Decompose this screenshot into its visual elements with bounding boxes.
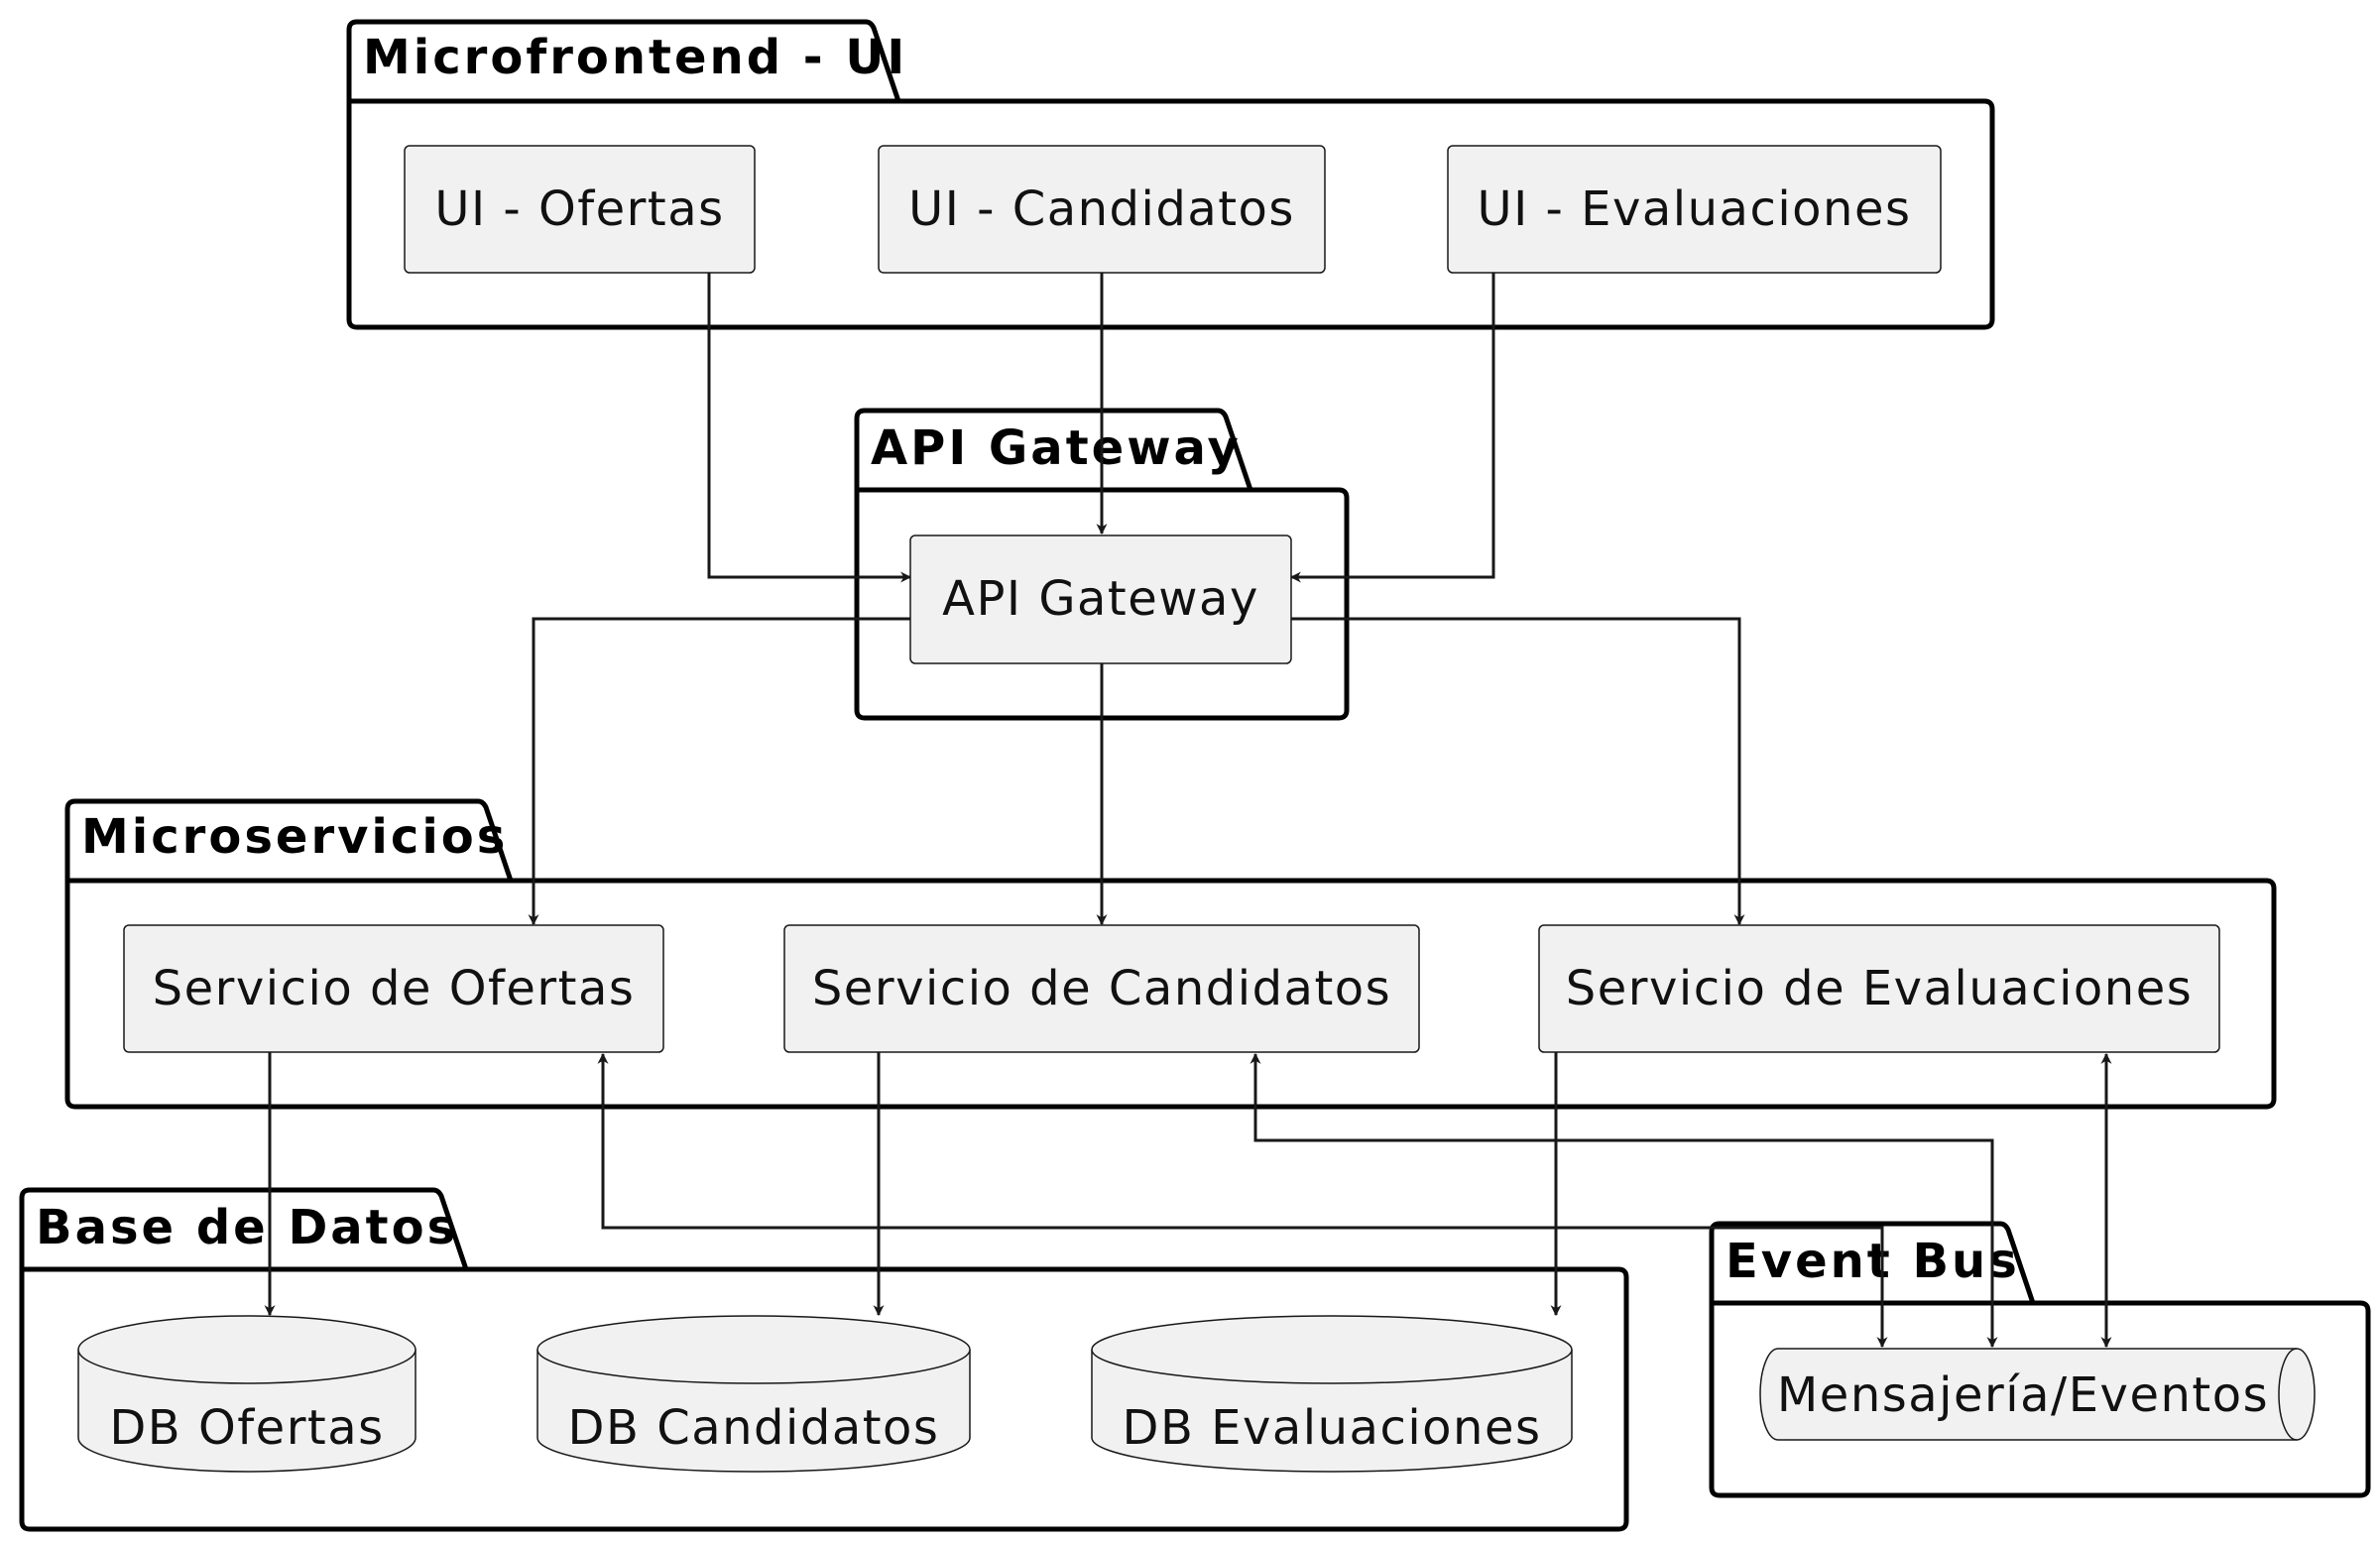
edge-ui-ofertas-to-gateway xyxy=(707,273,912,583)
node-ui-ofertas: UI - Ofertas xyxy=(404,145,756,274)
svg-text:UI - Candidatos: UI - Candidatos xyxy=(908,181,1295,237)
edge-gateway-to-svc-ofertas xyxy=(528,617,910,926)
package-title: Microfrontend - UI xyxy=(363,30,907,85)
edge-ui-evaluaciones-to-gateway xyxy=(1289,273,1495,583)
svg-text:Servicio de Evaluaciones: Servicio de Evaluaciones xyxy=(1566,961,2193,1016)
svg-text:UI - Ofertas: UI - Ofertas xyxy=(434,181,724,237)
edge-gateway-to-svc-evaluaciones xyxy=(1291,617,1745,926)
node-servicio-candidatos: Servicio de Candidatos xyxy=(783,924,1420,1053)
node-db-ofertas: DB Ofertas xyxy=(77,1315,416,1473)
package-title: API Gateway xyxy=(871,420,1242,476)
svg-text:Mensajería/Eventos: Mensajería/Eventos xyxy=(1777,1367,2269,1423)
node-api-gateway: API Gateway xyxy=(909,534,1292,664)
package-title: Microservicios xyxy=(81,809,508,865)
edges xyxy=(264,273,2112,1349)
node-servicio-ofertas: Servicio de Ofertas xyxy=(123,924,664,1053)
svg-text:DB Evaluaciones: DB Evaluaciones xyxy=(1122,1400,1541,1456)
svg-text:UI - Evaluaciones: UI - Evaluaciones xyxy=(1478,181,1912,237)
svg-text:DB Ofertas: DB Ofertas xyxy=(109,1400,384,1456)
edge-svc-candidatos-event-bus xyxy=(1250,1052,1998,1349)
svg-text:DB Candidatos: DB Candidatos xyxy=(568,1400,940,1456)
svg-text:Servicio de Candidatos: Servicio de Candidatos xyxy=(812,961,1391,1016)
node-db-evaluaciones: DB Evaluaciones xyxy=(1091,1315,1573,1473)
node-ui-evaluaciones: UI - Evaluaciones xyxy=(1447,145,1942,274)
package-title: Event Bus xyxy=(1726,1234,2020,1289)
svg-text:API Gateway: API Gateway xyxy=(942,571,1259,627)
svg-text:Servicio de Ofertas: Servicio de Ofertas xyxy=(153,961,636,1016)
package-title: Base de Datos xyxy=(36,1200,458,1255)
node-ui-candidatos: UI - Candidatos xyxy=(878,145,1326,274)
node-mensajeria-eventos: Mensajería/Eventos xyxy=(1759,1348,2316,1441)
node-servicio-evaluaciones: Servicio de Evaluaciones xyxy=(1538,924,2220,1053)
node-db-candidatos: DB Candidatos xyxy=(536,1315,971,1473)
